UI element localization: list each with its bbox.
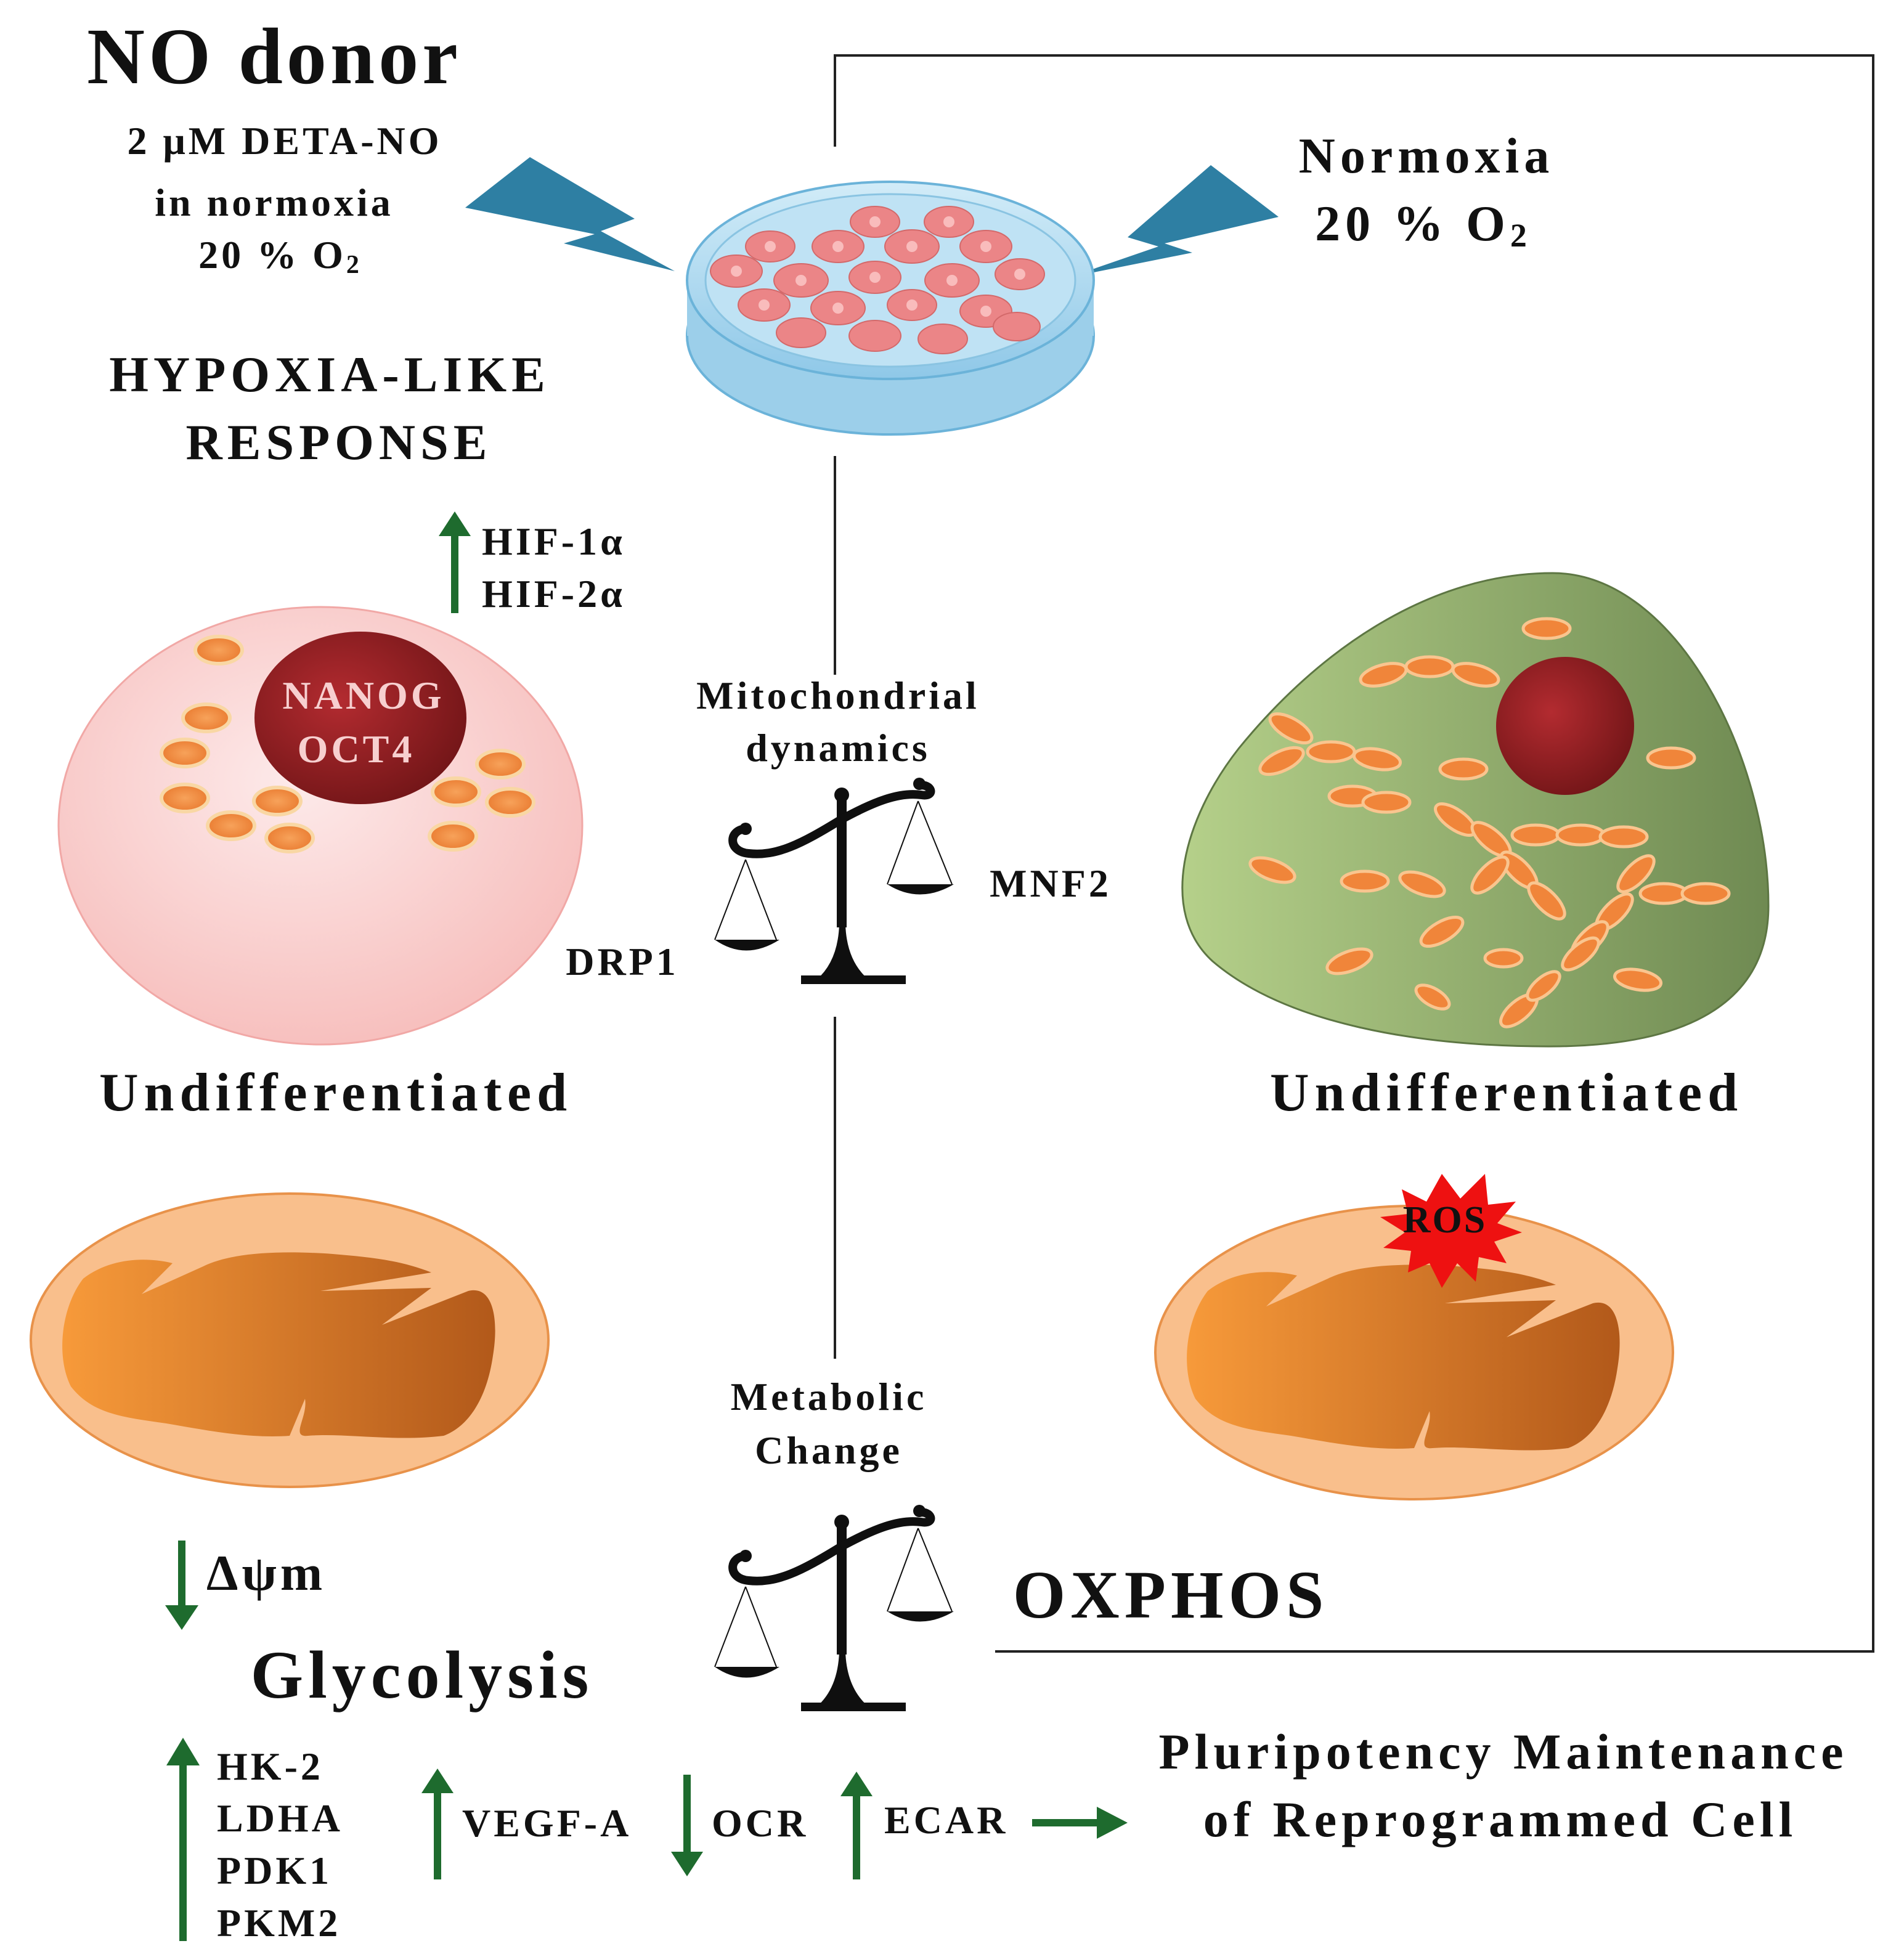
- outcome-line2: of Reprogrammed Cell: [1203, 1791, 1798, 1847]
- balance-scale-icon-dynamics: [714, 778, 954, 984]
- outcome-right-arrow-icon: [1032, 1807, 1128, 1839]
- metabolic-change-line1: Metabolic: [731, 1375, 927, 1419]
- hif-1-alpha-label: HIF-1α: [482, 519, 625, 563]
- no-donor-oxygen: 20 % O2: [198, 233, 362, 279]
- right-undifferentiated-cell: [1181, 572, 1770, 1048]
- hif-up-arrow-icon: [439, 511, 471, 613]
- no-donor-concentration: 2 μM DETA-NO: [127, 119, 442, 163]
- hif-2-alpha-label: HIF-2α: [482, 572, 625, 616]
- normoxia-title: Normoxia: [1299, 128, 1555, 184]
- drp1-label: DRP1: [566, 940, 679, 983]
- green-cell-nucleus: [1496, 657, 1634, 795]
- green-cell-body: [1181, 572, 1770, 1048]
- mnf2-label: MNF2: [990, 861, 1112, 905]
- outcome-line1: Pluripotency Maintenance: [1159, 1724, 1849, 1780]
- vegf-a-label: VEGF-A: [462, 1801, 632, 1845]
- right-frame-line: [834, 54, 1874, 1653]
- gene-list-item: PKM2: [217, 1901, 341, 1945]
- petri-dish-icon: [686, 181, 1095, 436]
- glycolysis-label: Glycolysis: [251, 1637, 594, 1712]
- normoxia-o2-subscript: 2: [1510, 217, 1532, 254]
- ecar-label: ECAR: [884, 1798, 1008, 1842]
- delta-psi-down-arrow-icon: [165, 1541, 198, 1630]
- left-cell-label: Undifferentiated: [99, 1063, 572, 1123]
- nucleus-label-oct4: OCT4: [298, 727, 415, 771]
- delta-psi-m-label: Δψm: [206, 1545, 326, 1601]
- o2-subscript: 2: [346, 251, 362, 279]
- nucleus-nanog-oct4: [254, 632, 466, 804]
- gene-list-item: PDK1: [217, 1849, 332, 1892]
- elongated-mitochondria-network: [1248, 617, 1731, 1028]
- ros-burst-icon: [1380, 1174, 1522, 1288]
- right-mitochondrion-icon: [1154, 1174, 1674, 1500]
- round-mitochondria-group: [160, 635, 535, 853]
- hypoxia-response-line2: RESPONSE: [186, 414, 492, 470]
- ecar-up-arrow-icon: [840, 1772, 873, 1879]
- mito-dynamics-line1: Mitochondrial: [696, 674, 980, 717]
- vegf-up-arrow-icon: [421, 1769, 454, 1879]
- ocr-down-arrow-icon: [671, 1775, 703, 1876]
- metabolic-change-line2: Change: [755, 1428, 903, 1472]
- gene-list: HK-2 LDHA PDK1 PKM2: [217, 1744, 343, 1945]
- no-donor-condition: in normoxia: [155, 181, 393, 224]
- gene-list-item: LDHA: [217, 1796, 343, 1840]
- no-donor-oxygen-text: 20 % O: [198, 233, 346, 277]
- normoxia-oxygen-text: 20 % O: [1315, 195, 1510, 251]
- mito-dynamics-line2: dynamics: [746, 726, 930, 770]
- connector-lines: [834, 54, 1874, 1653]
- right-lightning-bolt-icon: [1069, 165, 1279, 277]
- normoxia-oxygen: 20 % O2: [1315, 195, 1532, 254]
- hypoxia-response-line1: HYPOXIA-LIKE: [109, 346, 550, 402]
- ocr-label: OCR: [712, 1801, 808, 1845]
- gene-up-arrow-icon: [166, 1738, 200, 1941]
- left-lightning-bolt-icon: [465, 157, 675, 271]
- ros-label: ROS: [1403, 1199, 1487, 1241]
- oxphos-label: OXPHOS: [1013, 1557, 1329, 1632]
- left-mitochondrion-icon: [30, 1192, 550, 1488]
- balance-scale-icon-metabolic: [714, 1505, 954, 1711]
- no-donor-title: NO donor: [87, 12, 462, 101]
- gene-list-item: HK-2: [217, 1744, 323, 1788]
- left-undifferentiated-cell: [57, 606, 584, 1046]
- nucleus-label-nanog: NANOG: [282, 674, 444, 717]
- right-cell-label: Undifferentiated: [1270, 1063, 1743, 1123]
